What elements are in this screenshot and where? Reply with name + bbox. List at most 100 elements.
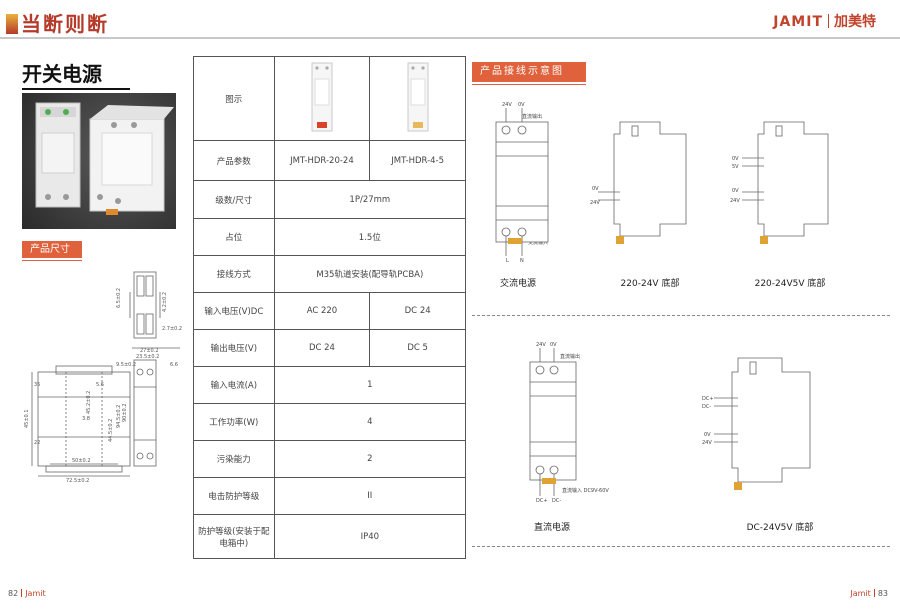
brand-mark-icon: [6, 14, 18, 34]
footer-separator: [873, 589, 875, 597]
dc-bottom-label-2: DC-: [552, 498, 561, 504]
row-label: 污染能力: [193, 440, 275, 478]
table-row: 级数/尺寸 1P/27mm: [193, 180, 467, 219]
s4-label-1: DC+: [702, 396, 714, 402]
section-divider: [472, 315, 890, 316]
footer-brand-left: Jamit: [25, 589, 46, 598]
page-number-right: 83: [877, 589, 888, 598]
dim-label-4: 27±0.2: [140, 348, 159, 354]
row-label: 输出电压(V): [193, 329, 275, 367]
table-row: 占位 1.5位: [193, 218, 467, 256]
table-row: 输入电压(V)DC AC 220 DC 24: [193, 292, 466, 330]
s3-label-1: 0V: [732, 156, 739, 162]
dim-label-13: 3.8: [82, 416, 90, 422]
s4-label-4: 24V: [702, 440, 712, 446]
cell-value: DC 5: [369, 329, 466, 367]
product-thumb-4-5-icon: [407, 62, 429, 132]
side-view-220-24v: 0V 24V: [590, 121, 687, 244]
cell-value: M35轨道安装(配导轨PCBA): [273, 255, 467, 293]
caption-220-24v5v-bottom: 220-24V5V 底部: [754, 279, 826, 289]
dc-bottom-note: 直流输入 DC9V-60V: [562, 487, 609, 494]
side-view-220-24v5v: 0V 5V 0V 24V: [730, 121, 829, 244]
dim-label-6: 9.5±0.2: [116, 362, 136, 368]
dim-label-17: 72.5±0.2: [66, 478, 89, 484]
cell-value: JMT-HDR-4-5: [369, 140, 466, 181]
tag-product-size: 产品尺寸: [22, 241, 82, 261]
spec-table: 图示 产品参数 JMT-HDR-20-24 JMT-HDR-4-5 级数/尺寸 …: [193, 56, 467, 559]
dim-label-7: 35: [34, 382, 40, 388]
page-number-left: 82: [8, 589, 19, 598]
ac-top-note: 直流输出: [522, 113, 542, 120]
cell-value: 2: [273, 440, 467, 478]
side-view-dc-24v5v: DC+ DC- 0V 24V: [702, 357, 811, 490]
cell-value: JMT-HDR-20-24: [273, 140, 371, 181]
footer-left: 82 Jamit: [8, 589, 46, 598]
row-label: 防护等级(安装于配电箱中): [193, 514, 275, 559]
s3-label-2: 5V: [732, 164, 739, 170]
footer-separator: [21, 589, 23, 597]
dim-label-8: 45±0.1: [24, 409, 30, 428]
section-divider: [472, 546, 890, 547]
caption-dc-power: 直流电源: [533, 523, 570, 533]
row-label: 图示: [193, 56, 275, 141]
ac-bottom-label-1: L: [506, 258, 509, 264]
product-photo-icon: [35, 102, 174, 215]
dim-label-1: 6.5±0.2: [116, 288, 122, 308]
row-label: 输入电流(A): [193, 366, 275, 404]
ac-top-label-2: 0V: [518, 102, 525, 108]
dc-top-note: 直流输出: [560, 353, 580, 360]
dim-label-16: 50±0.2: [72, 458, 91, 464]
dc-bottom-label-1: DC+: [536, 498, 548, 504]
dim-label-11: 94.5±0.2: [116, 405, 122, 428]
product-photo: [22, 93, 176, 229]
cell-value: 1P/27mm: [273, 180, 467, 219]
dim-label-14: 90±0.2: [122, 403, 128, 422]
cell-value: AC 220: [273, 292, 371, 330]
section-title: 开关电源: [22, 62, 102, 86]
table-row: 防护等级(安装于配电箱中) IP40: [193, 514, 467, 559]
product-image-cell: [273, 56, 371, 141]
row-label: 电击防护等级: [193, 477, 275, 515]
table-row: 输出电压(V) DC 24 DC 5: [193, 329, 466, 367]
table-row: 输入电流(A) 1: [193, 366, 467, 404]
left-brand-text: 当断则断: [21, 12, 109, 36]
title-underline: [22, 88, 130, 90]
s3-label-4: 24V: [730, 198, 740, 204]
s3-label-3: 0V: [732, 188, 739, 194]
brand-divider: [828, 14, 829, 28]
ac-module-diagram: 24V 0V 直流输出 L N 交流输入: [495, 102, 549, 264]
dimension-drawings: 6.5±0.2 4.2±0.2 2.7±0.2 27±0.2 23.5±0.2 …: [24, 271, 182, 484]
dim-label-9: 45.2±0.2: [86, 391, 92, 414]
dim-label-15: 22: [34, 440, 40, 446]
row-label: 产品参数: [193, 140, 275, 181]
caption-220-24v-bottom: 220-24V 底部: [620, 279, 680, 289]
table-row: 接线方式 M35轨道安装(配导轨PCBA): [193, 255, 467, 293]
cell-value: 1: [273, 366, 467, 404]
header-rule: [0, 37, 900, 39]
cell-value: IP40: [273, 514, 467, 559]
s4-label-2: DC-: [702, 404, 711, 410]
product-image-cell: [369, 56, 466, 141]
table-row: 图示: [193, 56, 466, 141]
ac-bottom-note: 交流输入: [528, 239, 548, 246]
dc-top-label-2: 0V: [550, 342, 557, 348]
ac-bottom-label-2: N: [520, 258, 524, 264]
dc-top-label-1: 24V: [536, 342, 546, 348]
dim-label-12: 5.6: [96, 382, 104, 388]
row-label: 占位: [193, 218, 275, 256]
ac-top-label-1: 24V: [502, 102, 512, 108]
dim-label-2: 4.2±0.2: [162, 292, 168, 312]
brand-name: 加美特: [834, 14, 876, 30]
s2-label-2: 24V: [590, 200, 600, 206]
cell-value: 1.5位: [273, 218, 467, 256]
row-label: 级数/尺寸: [193, 180, 275, 219]
s4-label-3: 0V: [704, 432, 711, 438]
tag-wiring-diagram: 产品接线示意图: [472, 62, 586, 85]
row-label: 输入电压(V)DC: [193, 292, 275, 330]
dc-module-diagram: 24V 0V 直流输出 DC+ DC- 直流输入 DC9V-60V: [529, 342, 609, 504]
dim-label-10: 44.5±0.2: [108, 419, 114, 442]
table-row: 污染能力 2: [193, 440, 467, 478]
